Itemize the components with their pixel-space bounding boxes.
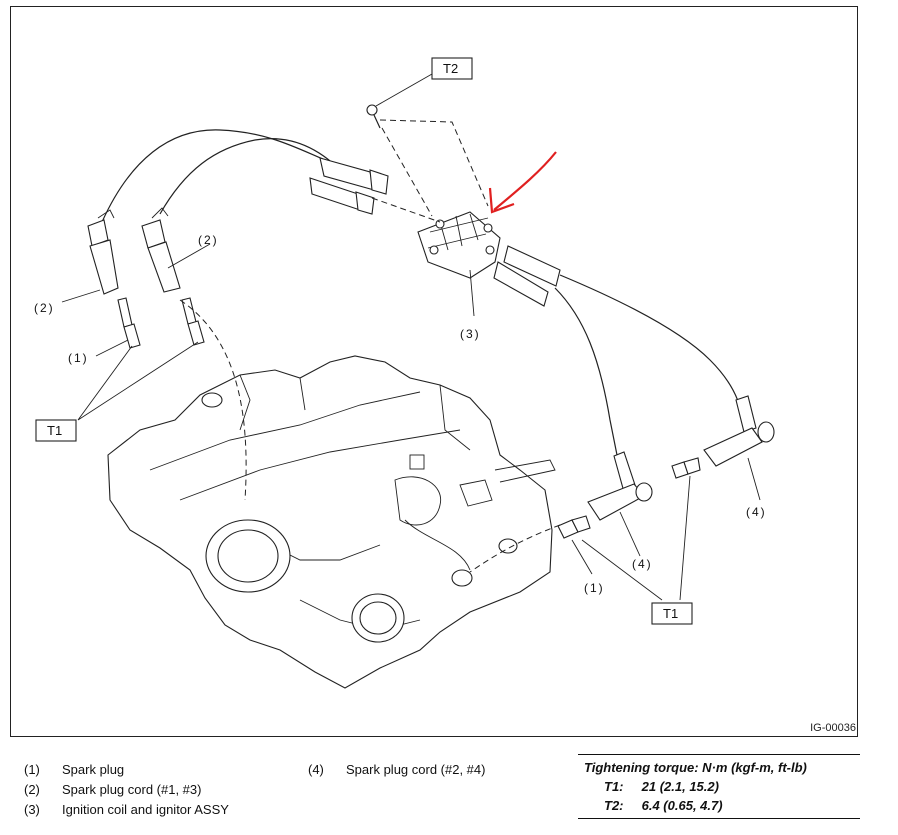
spark-plug-left-1: [117, 297, 141, 349]
spark-plug-cords-1-3: [93, 129, 346, 237]
callout-2-right: (2): [198, 233, 219, 247]
leader-c1a: [95, 339, 129, 357]
leader-t1a: [77, 341, 199, 421]
plug-hole-right-front: [451, 569, 473, 587]
plug-cord-boot-right-2: [703, 395, 775, 467]
plug-cord-boot-right-1: [587, 451, 653, 521]
ignition-coil-assy: [417, 211, 501, 279]
legend-label: Ignition coil and ignitor ASSY: [62, 802, 229, 817]
callout-4-right: (4): [746, 505, 767, 519]
torque-key-t1: T1:: [604, 779, 624, 794]
tightening-torque-table: Tightening torque: N·m (kgf-m, ft-lb) T1…: [578, 754, 860, 819]
legend-number: (2): [24, 782, 40, 797]
callout-2-left: (2): [34, 301, 55, 315]
leader-c3: [469, 269, 475, 317]
torque-key-t2: T2:: [604, 798, 624, 813]
callout-1-right: (1): [584, 581, 605, 595]
legend-label: Spark plug cord (#1, #3): [62, 782, 202, 797]
bolt-dashed-line: [381, 127, 433, 217]
torque-title: Tightening torque: N·m (kgf-m, ft-lb): [584, 760, 807, 775]
legend-item: (2) Spark plug cord (#1, #3): [24, 780, 229, 800]
figure-code: IG-00036: [810, 722, 856, 734]
coil-cord-connectors-left: [309, 157, 389, 215]
leader-c2b: [167, 243, 211, 269]
torque-value-t1: 21 (2.1, 15.2): [641, 779, 719, 794]
spark-plug-right-2: [671, 457, 701, 479]
legend-number: (3): [24, 802, 40, 817]
bolt-dashed-line-2: [379, 119, 489, 207]
leader-t1b: [581, 475, 691, 601]
figure-frame: [10, 6, 858, 737]
callout-4-center: (4): [632, 557, 653, 571]
legend-number: (4): [308, 762, 324, 777]
coil-bolt: [366, 104, 381, 129]
leader-c4a: [619, 511, 641, 557]
torque-row-t1: T1: 21 (2.1, 15.2): [584, 777, 860, 796]
ignition-system-diagram: (2) (2) (1) (3) (4) (4) (1) T1 T1 T2: [34, 57, 775, 689]
torque-value-t2: 6.4 (0.65, 4.7): [641, 798, 723, 813]
engine-block: [107, 355, 556, 689]
torque-box-t2-text: T2: [443, 61, 458, 76]
torque-box-t1-right: T1: [651, 602, 693, 625]
plug-dashed-line-left: [179, 299, 247, 501]
torque-box-t2: T2: [431, 57, 473, 80]
legend-item: (4) Spark plug cord (#2, #4): [308, 760, 485, 780]
leader-c2a: [61, 289, 101, 303]
plug-hole-left: [201, 392, 223, 408]
cam-pulley: [351, 593, 405, 643]
plug-cord-boot-left-1: [87, 209, 119, 295]
plug-cord-boot-left-2: [141, 207, 181, 293]
legend-item: (1) Spark plug: [24, 760, 229, 780]
red-annotation-arrow: [488, 151, 557, 214]
legend-label: Spark plug cord (#2, #4): [346, 762, 486, 777]
connector-dashed-line: [371, 197, 441, 223]
callout-3: (3): [460, 327, 481, 341]
legend-item: (3) Ignition coil and ignitor ASSY: [24, 800, 229, 820]
plug-hole-right-rear: [498, 538, 518, 554]
torque-box-t1-left: T1: [35, 419, 77, 442]
coil-cord-connectors-right: [493, 245, 561, 307]
torque-row-t2: T2: 6.4 (0.65, 4.7): [584, 796, 860, 815]
spark-plug-left-2: [181, 297, 205, 346]
plug-dashed-line-right: [469, 524, 561, 573]
legend-label: Spark plug: [62, 762, 125, 777]
legend-left: (1) Spark plug (2) Spark plug cord (#1, …: [24, 760, 229, 820]
legend-number: (1): [24, 762, 40, 777]
torque-box-t1-right-text: T1: [663, 606, 678, 621]
crank-pulley: [205, 519, 291, 593]
leader-c1b: [571, 539, 593, 575]
spark-plug-cords-2-4: [554, 274, 743, 461]
legend-right: (4) Spark plug cord (#2, #4): [308, 760, 485, 780]
leader-t2: [375, 73, 433, 107]
torque-box-t1-left-text: T1: [47, 423, 62, 438]
callout-1-left: (1): [68, 351, 89, 365]
leader-c4b: [747, 457, 761, 501]
spark-plug-right-1: [557, 515, 591, 539]
